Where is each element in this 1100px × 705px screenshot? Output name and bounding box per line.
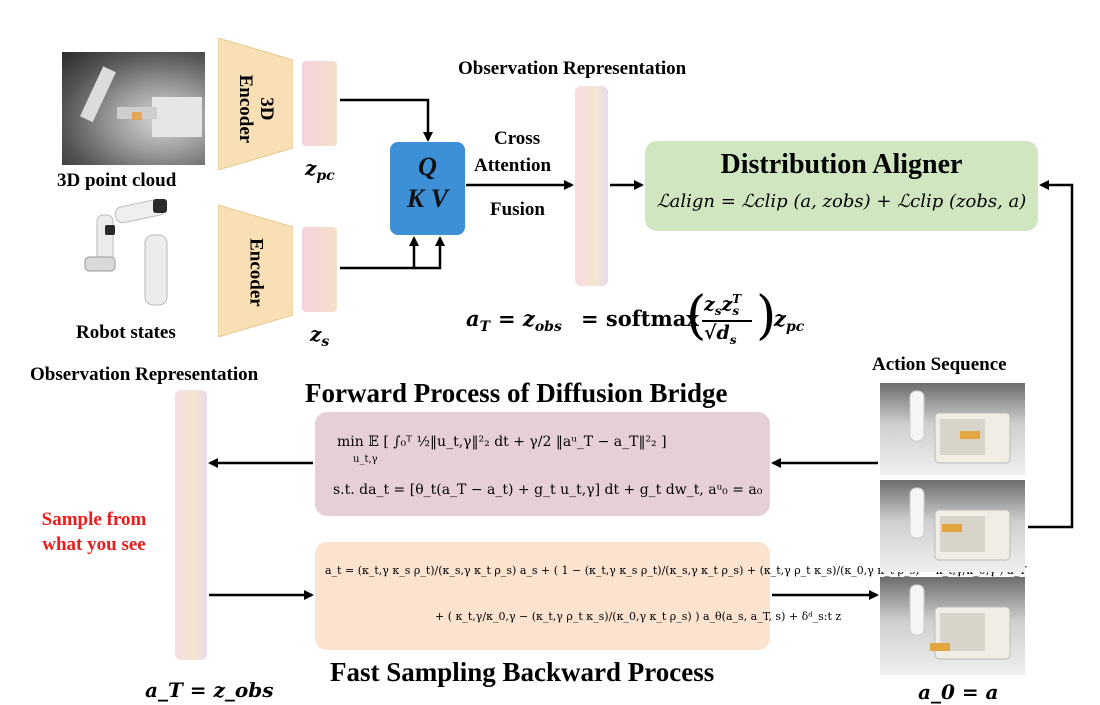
point-cloud-label: 3D point cloud bbox=[57, 170, 177, 191]
forward-eq-line2: s.t. da_t = [θ_t(a_T − a_t) + g_t u_t,γ]… bbox=[333, 482, 763, 498]
cross-label: Cross bbox=[494, 128, 541, 149]
obs-eq-num-T: T bbox=[732, 292, 742, 306]
obs-eq-zobs-main: = z bbox=[498, 306, 535, 331]
obs-eq-zpc-main: z bbox=[774, 306, 786, 331]
obs-eq-a-main: a bbox=[466, 306, 480, 331]
forward-eq-line1-under: u_t,γ bbox=[353, 454, 378, 465]
z-s-main: z bbox=[310, 322, 322, 346]
backward-title: Fast Sampling Backward Process bbox=[330, 657, 715, 687]
action-frame-2-shape bbox=[909, 487, 1011, 561]
backward-process-box: a_t = (κ_t,γ κ_s ρ_t)/(κ_s,γ κ_t ρ_s) a_… bbox=[315, 542, 1026, 650]
obs-eq-num-z2: z bbox=[721, 293, 733, 316]
sample-note-line1: Sample from bbox=[41, 509, 147, 530]
obs-eq-den-d: d bbox=[716, 322, 730, 344]
obs-eq-num-s2: s bbox=[732, 304, 740, 319]
obs-eq-rparen: ) bbox=[756, 286, 777, 346]
obs-eq-denominator: √ds bbox=[704, 320, 737, 347]
kv-label: K V bbox=[406, 184, 449, 213]
z-s-sub: s bbox=[321, 334, 330, 350]
arrow-zs-to-v bbox=[414, 236, 445, 270]
action-frame-2 bbox=[880, 480, 1025, 572]
arrow-action-to-aligner bbox=[1028, 180, 1074, 529]
z-s-token bbox=[302, 227, 337, 312]
obs-eq-zpc-sub: pc bbox=[785, 319, 805, 336]
observation-title-left: Observation Representation bbox=[30, 364, 259, 385]
point-cloud-shape bbox=[79, 66, 202, 137]
obs-eq-softmax: = softmax bbox=[581, 306, 699, 331]
robot-arm-image bbox=[75, 195, 185, 310]
robot-arm-shape bbox=[84, 198, 168, 306]
robot-states-label: Robot states bbox=[76, 322, 176, 343]
q-label: Q bbox=[418, 152, 437, 181]
obs-eq-den-s: s bbox=[729, 332, 737, 347]
backward-eq-line1: a_t = (κ_t,γ κ_s ρ_t)/(κ_s,γ κ_t ρ_s) a_… bbox=[325, 564, 1027, 577]
observation-token-top bbox=[575, 86, 608, 286]
action-frame-1-shape bbox=[909, 390, 1011, 464]
a0-eq-a-label: a_0 = a bbox=[918, 680, 999, 704]
fusion-label: Fusion bbox=[490, 199, 545, 220]
backward-eq-line2: + ( κ_t,γ/κ_0,γ − (κ_t,γ ρ_t κ_s)/(κ_0,γ… bbox=[435, 610, 842, 623]
obs-eq-num-s: s bbox=[714, 304, 722, 319]
action-sequence-title: Action Sequence bbox=[872, 354, 1007, 375]
obs-eq-num-z: z bbox=[704, 293, 715, 316]
aT-eq-zobs-label: a_T = z_obs bbox=[145, 678, 274, 702]
qkv-block: Q K V bbox=[390, 142, 465, 235]
z-s-label: zs bbox=[310, 322, 329, 350]
forward-eq-line1: min 𝔼 [ ∫₀ᵀ ½‖u_t,γ‖²₂ dt + γ/2 ‖aᵘ_T − … bbox=[337, 434, 667, 450]
z-pc-token bbox=[302, 61, 337, 146]
z-pc-main: z bbox=[305, 156, 317, 180]
forward-title: Forward Process of Diffusion Bridge bbox=[305, 378, 728, 408]
sample-note: Sample from what you see bbox=[24, 508, 164, 557]
z-pc-label: zpc bbox=[305, 156, 335, 184]
obs-eq-fraction-bar bbox=[702, 320, 752, 322]
point-cloud-image bbox=[62, 52, 205, 165]
observation-title-top: Observation Representation bbox=[458, 58, 687, 79]
observation-token-left bbox=[175, 390, 207, 660]
aligner-title: Distribution Aligner bbox=[720, 149, 963, 180]
arrow-zpc-to-q bbox=[340, 98, 433, 142]
z-pc-sub: pc bbox=[316, 168, 335, 184]
obs-eq-zobs: = zobs bbox=[498, 306, 562, 335]
arrow-zs-to-k bbox=[340, 236, 419, 270]
obs-eq-a-sub: T bbox=[479, 319, 491, 336]
encoder-3d-shape bbox=[218, 38, 293, 170]
forward-process-box: min 𝔼 [ ∫₀ᵀ ½‖u_t,γ‖²₂ dt + γ/2 ‖aᵘ_T − … bbox=[315, 412, 770, 516]
aligner-loss: ℒalign = ℒclip (a, zobs) + ℒclip (zobs, … bbox=[656, 191, 1027, 212]
action-frame-1 bbox=[880, 383, 1025, 475]
obs-eq-a: aT bbox=[466, 306, 490, 335]
action-frame-3-shape bbox=[909, 584, 1011, 660]
obs-eq-lparen: ( bbox=[686, 286, 707, 346]
distribution-aligner-box: Distribution Aligner ℒalign = ℒclip (a, … bbox=[645, 141, 1038, 231]
obs-eq-zpc: zpc bbox=[774, 306, 804, 335]
action-frame-3 bbox=[880, 577, 1025, 675]
sample-note-line2: what you see bbox=[42, 533, 146, 555]
obs-eq-numerator: zszsT bbox=[704, 292, 748, 318]
encoder-shape bbox=[218, 205, 293, 337]
obs-eq-zobs-sub: obs bbox=[534, 319, 562, 336]
attention-label: Attention bbox=[474, 155, 552, 176]
